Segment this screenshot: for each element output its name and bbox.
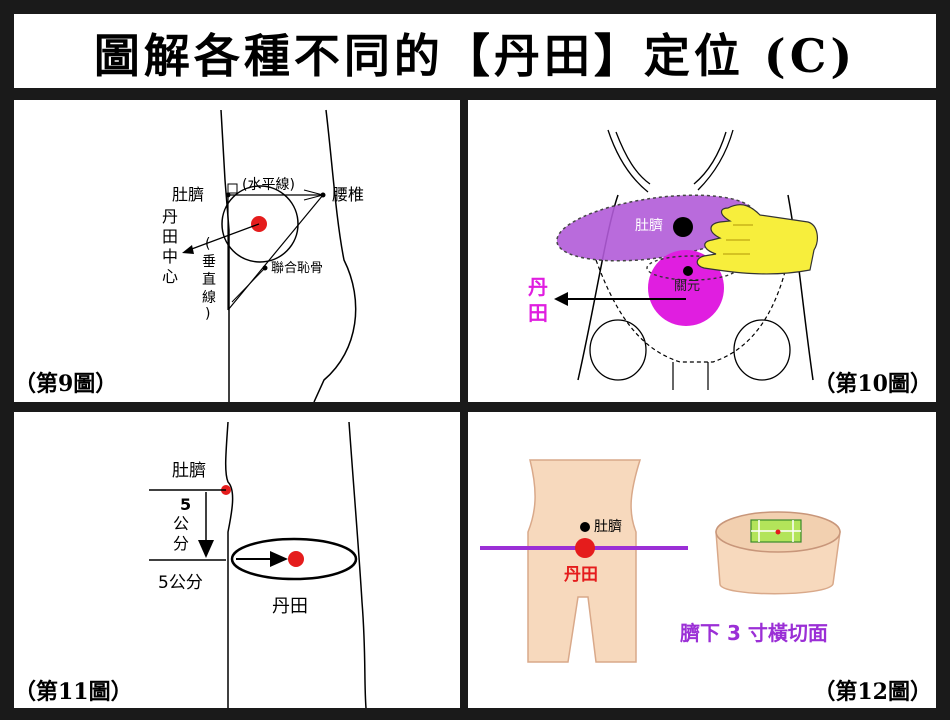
dantian-arrow-head <box>554 292 568 306</box>
right-hip-bone <box>733 319 791 381</box>
dantian-circle <box>221 185 299 263</box>
svg-text:公: 公 <box>173 514 189 533</box>
horizontal-arrow-head <box>303 189 325 201</box>
hand-illustration <box>696 204 818 275</box>
dantian-label: 丹田 <box>564 565 598 585</box>
figure-9-panel: 肚臍 (水平線) 腰椎 聯合恥骨 丹 田 中 心 ( 垂 直 線 ) （第9圖） <box>14 100 460 402</box>
svg-text:田: 田 <box>162 227 178 246</box>
lumbar-label: 腰椎 <box>332 185 364 204</box>
body-silhouette <box>527 459 642 663</box>
pubic-label: 聯合恥骨 <box>271 261 323 276</box>
navel-label: 肚臍 <box>635 218 663 234</box>
pubic-pointer-line <box>231 267 266 303</box>
svg-text:心: 心 <box>162 267 178 286</box>
dantian-arrow-line <box>188 223 260 251</box>
svg-text:丹: 丹 <box>162 207 178 226</box>
dantian-ellipse <box>230 537 358 581</box>
pubic-dot <box>262 265 268 271</box>
navel-dot <box>225 192 231 198</box>
navel-point <box>580 522 590 532</box>
title-bar: 圖解各種不同的【丹田】定位 (C) <box>14 14 936 88</box>
horizontal-line-label: (水平線) <box>242 177 295 193</box>
body-back-outline <box>313 109 357 402</box>
vertical-arrow-head <box>198 540 214 558</box>
dantian-arrow-head <box>182 245 194 254</box>
figure-11-caption: （第11圖） <box>14 679 133 705</box>
svg-text:丹: 丹 <box>528 275 548 299</box>
navel-label: 肚臍 <box>172 461 206 481</box>
figure-10-caption: （第10圖） <box>813 371 932 397</box>
svg-text:(: ( <box>205 236 210 252</box>
dantian-point <box>575 538 595 558</box>
figure-9-caption: （第9圖） <box>14 371 118 397</box>
figure-12-diagram: 肚臍 丹田 臍下 3 寸橫切面 <box>480 459 841 663</box>
right-rib-outline <box>693 129 734 191</box>
body-front-outline <box>224 421 234 708</box>
right-waist-outline <box>787 194 814 381</box>
figure-10-panel: 肚臍 關元 丹 田 （第10圖） <box>468 100 936 402</box>
dantian-label: 丹田 <box>272 596 308 617</box>
dantian-label: 丹 田 <box>528 275 548 325</box>
vertical-line-label: ( 垂 直 線 ) <box>202 236 216 322</box>
navel-point <box>673 217 693 237</box>
figure-12-panel: 肚臍 丹田 臍下 3 寸橫切面 （第12圖） <box>468 412 936 708</box>
figure-9-diagram: 肚臍 (水平線) 腰椎 聯合恥骨 丹 田 中 心 ( 垂 直 線 ) <box>162 109 364 402</box>
figure-11-diagram: 肚臍 5 公 分 5公分 丹田 <box>149 421 367 708</box>
cm-vertical-label: 公 分 <box>173 514 189 553</box>
svg-text:田: 田 <box>528 301 548 325</box>
figure-10-diagram: 肚臍 關元 丹 田 <box>528 129 818 390</box>
left-rib-outline <box>607 129 651 193</box>
guanyuan-circle <box>648 250 724 326</box>
cross-section-illustration <box>715 511 841 595</box>
svg-text:分: 分 <box>173 534 189 553</box>
five-cm-label: 5公分 <box>158 573 203 593</box>
guanyuan-point <box>683 266 693 276</box>
figure-12-caption: （第12圖） <box>813 679 932 705</box>
navel-label: 肚臍 <box>172 185 204 204</box>
navel-label: 肚臍 <box>594 519 622 535</box>
hypotenuse-line <box>227 194 324 311</box>
horizontal-arrow-head <box>270 551 288 567</box>
five-label: 5 <box>180 495 191 514</box>
svg-text:): ) <box>205 306 210 322</box>
right-angle-marker <box>227 183 238 194</box>
page-title: 圖解各種不同的【丹田】定位 (C) <box>93 29 857 83</box>
figure-11-panel: 肚臍 5 公 分 5公分 丹田 （第11圖） <box>14 412 460 708</box>
cross-section-label: 臍下 3 寸橫切面 <box>680 621 828 645</box>
svg-text:中: 中 <box>162 247 178 266</box>
svg-text:垂: 垂 <box>202 254 216 270</box>
left-hip-bone <box>589 319 647 381</box>
guanyuan-label: 關元 <box>674 279 700 294</box>
femur-lines <box>672 362 709 390</box>
body-back-outline <box>348 421 367 708</box>
svg-text:線: 線 <box>202 290 216 306</box>
dantian-point <box>288 551 304 567</box>
svg-text:直: 直 <box>202 271 216 288</box>
dantian-center-label: 丹 田 中 心 <box>162 207 178 286</box>
